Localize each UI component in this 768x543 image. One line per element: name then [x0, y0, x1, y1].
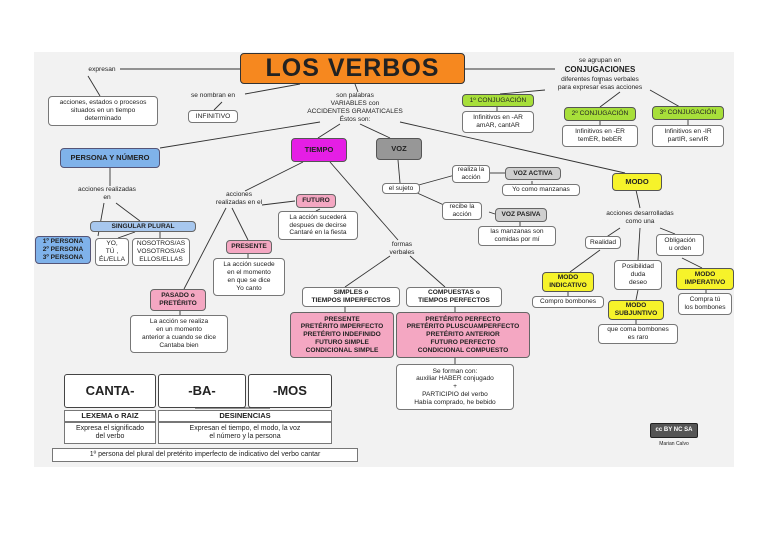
personas-node: 1º PERSONA 2º PERSONA 3º PERSONA: [35, 236, 91, 264]
obligacion-node: Obligación u orden: [656, 234, 704, 256]
lexema-label: LEXEMA o RAIZ: [64, 410, 156, 422]
acciones-desarrolladas-label: acciones desarrolladas como una: [606, 210, 674, 225]
expresan-label: expresan: [88, 66, 116, 74]
segunda-conjugacion: 2º CONJUGACIÓN: [564, 107, 636, 121]
modo-imperativo-node: MODO IMPERATIVO: [676, 268, 734, 290]
voz-pasiva-example: las manzanas son comidas por mí: [478, 226, 556, 246]
realiza-accion-node: realiza la acción: [452, 165, 490, 183]
analisis-caption: 1º persona del plural del pretérito impe…: [52, 448, 358, 462]
modo-indicativo-node: MODO INDICATIVO: [542, 272, 594, 292]
expresan-description: acciones, estados o procesos situados en…: [48, 96, 158, 126]
segunda-conjugacion-description: Infinitivos en -ER temER, bebER: [562, 125, 638, 147]
tercera-conjugacion: 3º CONJUGACIÓN: [652, 106, 724, 120]
acciones-realizadas-en-el-label: acciones realizadas en el: [215, 191, 263, 206]
primera-conjugacion: 1º CONJUGACIÓN: [462, 94, 534, 107]
futuro-description: La acción sucederá despues de decirse Ca…: [278, 211, 358, 240]
pasado-description: La acción se realiza en un momento anter…: [130, 315, 228, 353]
creative-commons-badge: cc BY NC SA: [650, 423, 698, 438]
simples-list: PRESENTE PRETÉRITO IMPERFECTO PRETÉRITO …: [290, 312, 394, 358]
acciones-realizadas-en-label: acciones realizadas en: [78, 186, 136, 201]
se-nombran-label: se nombran en: [191, 92, 235, 100]
ba-segment: -BA-: [158, 374, 246, 408]
desinencias-label: DESINENCIAS: [158, 410, 332, 422]
el-sujeto-node: el sujeto: [382, 183, 420, 194]
main-title: LOS VERBOS: [240, 53, 465, 84]
agrupan-label: se agrupan en: [578, 57, 622, 65]
mos-segment: -MOS: [248, 374, 332, 408]
modo-subjuntivo-example: que coma bombones es raro: [598, 324, 678, 344]
conjugaciones-label: CONJUGACIONES: [564, 65, 636, 75]
formas-verbales-description: diferentes formas verbales para expresar…: [557, 76, 643, 91]
realidad-node: Realidad: [585, 236, 621, 249]
primera-conjugacion-description: Infinitivos en -AR amAR, cantAR: [462, 111, 534, 133]
recibe-accion-node: recibe la acción: [442, 202, 482, 220]
tercera-conjugacion-description: Infinitivos en -IR partIR, servIR: [652, 125, 724, 147]
infinitivo-node: INFINITIVO: [188, 110, 238, 123]
compuestas-node: COMPUESTAS o TIEMPOS PERFECTOS: [406, 287, 502, 307]
presente-description: La acción sucede en el momento en que se…: [213, 258, 285, 296]
desinencias-description: Expresan el tiempo, el modo, la voz el n…: [158, 422, 332, 444]
canta-segment: CANTA-: [64, 374, 156, 408]
son-palabras-label: son palabras VARIABLES con ACCIDENTES GR…: [307, 92, 403, 123]
voz-activa-node: VOZ ACTIVA: [505, 167, 561, 180]
se-forman-description: Se forman con: auxiliar HABER conjugado …: [396, 364, 514, 410]
singular-pronouns: YO, TÚ , ÉL/ELLA: [95, 238, 129, 266]
voz-activa-example: Yo como manzanas: [502, 184, 580, 196]
voz-node: VOZ: [376, 138, 422, 160]
plural-pronouns: NOSOTROS/AS VOSOTROS/AS ELLOS/ELLAS: [132, 238, 190, 266]
compuestas-list: PRETÉRITO PERFECTO PRETÉRITO PLUSCUAMPER…: [396, 312, 530, 358]
lexema-description: Expresa el significado del verbo: [64, 422, 156, 444]
futuro-node: FUTURO: [296, 194, 336, 208]
modo-node: MODO: [612, 173, 662, 191]
modo-indicativo-example: Compro bombones: [532, 296, 604, 308]
singular-plural-node: SINGULAR PLURAL: [90, 221, 196, 232]
modo-imperativo-example: Compra tú los bombones: [678, 293, 732, 315]
persona-numero-node: PERSONA Y NÚMERO: [60, 148, 160, 168]
autor-label: Marian Calvo: [659, 440, 689, 447]
pasado-node: PASADO o PRETÉRITO: [150, 289, 206, 311]
voz-pasiva-node: VOZ PASIVA: [495, 208, 547, 222]
presente-node: PRESENTE: [226, 240, 272, 254]
modo-subjuntivo-node: MODO SUBJUNTIVO: [608, 300, 664, 320]
tiempo-node: TIEMPO: [291, 138, 347, 162]
formas-verbales-label: formas verbales: [389, 241, 415, 256]
posibilidad-node: Posibilidad duda deseo: [614, 260, 662, 290]
simples-node: SIMPLES o TIEMPOS IMPERFECTOS: [302, 287, 400, 307]
